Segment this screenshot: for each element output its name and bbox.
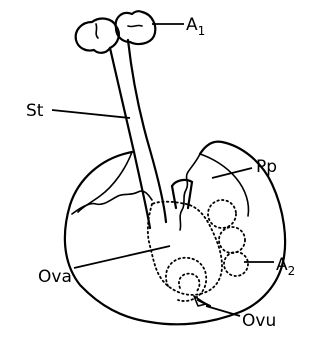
style-tube: [110, 48, 150, 228]
ovule-inner: [179, 274, 200, 292]
anther-left-cleft: [96, 24, 98, 38]
torn-edge-left: [72, 191, 152, 214]
label-a1: A1: [186, 15, 205, 38]
label-ovu: Ovu: [242, 311, 276, 331]
label-a2: A2: [276, 255, 295, 278]
leader-st: [52, 110, 130, 118]
ovary-column-top: [172, 180, 192, 186]
anther-right-lobe: [116, 11, 156, 44]
label-pp: Pp: [256, 157, 277, 177]
leader-ovu: [206, 306, 240, 316]
inner-anther-2: [219, 227, 245, 253]
leader-pp: [212, 168, 252, 178]
label-ova: Ova: [38, 267, 72, 287]
label-st: St: [26, 101, 44, 121]
inner-anther-1: [208, 200, 236, 228]
inner-anther-3: [224, 252, 248, 276]
petal-inner-edge: [200, 154, 249, 216]
anther-right-cleft: [128, 25, 142, 26]
outer-body-outline: [65, 142, 285, 325]
